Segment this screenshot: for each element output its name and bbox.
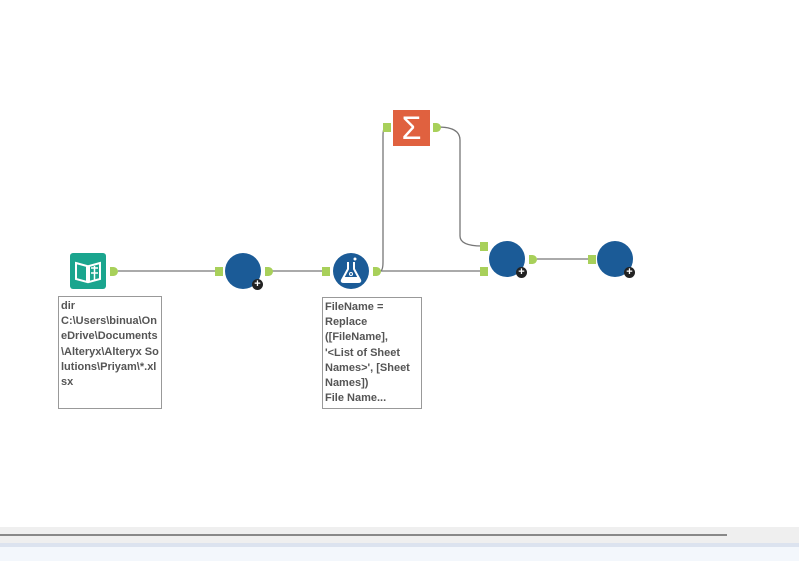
connection-formula-summarize [379,126,387,272]
plus-icon[interactable]: + [624,267,635,278]
workflow-canvas[interactable]: + Σ + + dir C:\Users\binua\OneDrive\Docu… [0,0,799,527]
output-anchor[interactable] [373,267,381,276]
join-left-input-anchor[interactable] [480,242,488,251]
scrollbar-thumb[interactable] [0,534,727,536]
horizontal-scrollbar[interactable] [0,527,799,543]
connection-summarize-join [437,126,483,247]
input-anchor[interactable] [322,267,330,276]
flask-icon [340,257,362,283]
plus-icon[interactable]: + [516,267,527,278]
bottom-panel [0,543,799,561]
output-anchor[interactable] [110,267,118,276]
output-anchor[interactable] [433,123,441,132]
output-anchor[interactable] [529,255,537,264]
sigma-icon: Σ [401,110,422,146]
book-icon [75,261,101,284]
formula-tool[interactable] [333,253,369,289]
summarize-tool[interactable]: Σ [393,110,430,146]
input-anchor[interactable] [383,123,391,132]
output-anchor[interactable] [265,267,273,276]
join-right-input-anchor[interactable] [480,267,488,276]
directory-tool[interactable] [70,253,106,289]
connections [118,126,588,272]
formula-annotation: FileName = Replace ([FileName], '<List o… [322,297,422,409]
directory-annotation: dir C:\Users\binua\OneDrive\Documents\Al… [58,296,162,409]
input-anchor[interactable] [215,267,223,276]
plus-icon[interactable]: + [252,279,263,290]
input-anchor[interactable] [588,255,596,264]
